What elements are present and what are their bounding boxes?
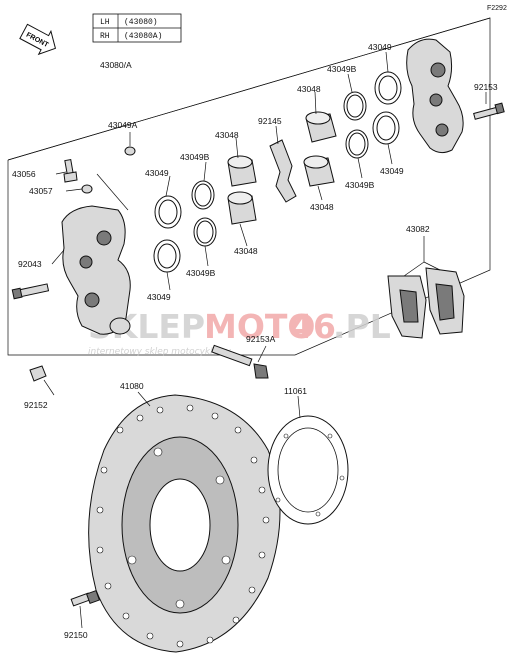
disc-shim (267, 415, 349, 525)
figure-code: F2292 (487, 5, 507, 12)
piston-1 (227, 155, 257, 187)
label-pad-assy: 43082 (406, 224, 430, 234)
spring-clip (269, 139, 297, 203)
caliper-bolt-left (11, 283, 50, 300)
watermark: SKLEP MOTO 46 .PL internetowy sklep moto… (88, 307, 391, 357)
label-seal-4: 43049 (380, 166, 404, 176)
seal-ring-b-4 (345, 129, 369, 159)
label-disc: 41080 (120, 381, 144, 391)
seal-ring-b-2 (193, 217, 217, 247)
label-bleeder-cap: 43057 (29, 186, 53, 196)
leader-lines (43, 51, 487, 629)
nut (29, 365, 47, 382)
label-nut: 92152 (24, 400, 48, 410)
disc-bolt (70, 589, 101, 607)
label-seal-b-3: 43049B (327, 64, 357, 74)
caliper-body-left (61, 205, 131, 335)
part-labels: 43080/A 43049A 43056 43057 92043 92152 4… (12, 42, 498, 640)
watermark-brand-part2: MOTO (204, 307, 315, 346)
seal-ring-2 (153, 239, 181, 273)
label-bleeder-valve: 43056 (12, 169, 36, 179)
seal-ring-3 (374, 71, 402, 105)
brake-pad-set (387, 267, 465, 339)
side-cell-rh: RH (100, 32, 110, 41)
caliper-bolt-right (473, 102, 505, 120)
seal-small (124, 146, 136, 156)
front-arrow-icon: FRONT (19, 23, 57, 56)
label-seal-b-4: 43049B (345, 180, 375, 190)
piston-4 (303, 155, 335, 187)
bleeder-valve (63, 159, 78, 183)
caliper-body-right (406, 38, 464, 154)
label-seal-3: 43049 (368, 42, 392, 52)
watermark-tagline: internetowy sklep motocyklowy (88, 347, 231, 357)
side-table: LH (43080) RH (43080A) (92, 13, 182, 43)
caliper-bolt-lower (211, 344, 269, 379)
label-caliper-bolt-lower: 92153A (246, 334, 276, 344)
watermark-brand-part3: 46 (290, 307, 336, 346)
label-piston-2: 43048 (234, 246, 258, 256)
seal-ring-b-3 (343, 91, 367, 121)
watermark-brand-part4: .PL (333, 307, 391, 346)
seal-ring-b-1 (191, 180, 215, 210)
label-piston-1: 43048 (215, 130, 239, 140)
part-cell-lh: (43080) (124, 18, 158, 27)
label-seal-b-2: 43049B (186, 268, 216, 278)
label-seal-a1: 43049A (108, 120, 138, 130)
label-spring: 92145 (258, 116, 282, 126)
bleeder-cap (81, 184, 93, 194)
label-caliper-bolt-right: 92153 (474, 82, 498, 92)
label-seal-1: 43049 (145, 168, 169, 178)
label-shim: 11061 (284, 386, 307, 396)
label-caliper-assy: 43080/A (100, 60, 132, 70)
piston-2 (227, 191, 257, 225)
seal-ring-4 (372, 111, 400, 145)
side-cell-lh: LH (100, 18, 110, 27)
label-seal-b-1: 43049B (180, 152, 210, 162)
label-seal-2: 43049 (147, 292, 171, 302)
part-cell-rh: (43080A) (124, 32, 162, 41)
seal-ring-1 (154, 195, 182, 229)
label-disc-bolt: 92150 (64, 630, 88, 640)
label-piston-3: 43048 (297, 84, 321, 94)
piston-3 (305, 111, 337, 143)
label-piston-4: 43048 (310, 202, 334, 212)
label-caliper-bolt-left: 92043 (18, 259, 42, 269)
brake-disc (88, 394, 281, 653)
